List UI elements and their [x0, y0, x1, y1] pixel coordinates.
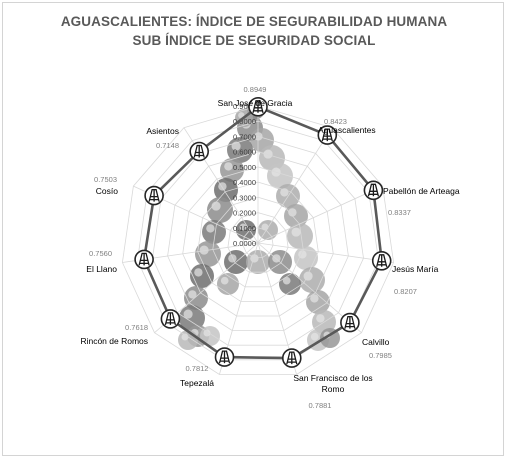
- data-value-label: 0.8949: [244, 85, 267, 94]
- fruit-shape: [258, 220, 278, 240]
- radar-series: [134, 97, 392, 368]
- radial-tick-label: 0.2000: [233, 209, 256, 218]
- fruit-highlight: [310, 294, 319, 303]
- category-label: Asientos: [146, 126, 179, 136]
- data-value-label: 0.7812: [186, 364, 209, 373]
- radial-tick-label: 0.4000: [233, 178, 256, 187]
- grid-ring: [197, 181, 319, 302]
- chart-title: AGUASCALIENTES: ÍNDICE DE SEGURABILIDAD …: [60, 14, 448, 29]
- tower-icon: [321, 128, 333, 142]
- grid-ring: [227, 212, 289, 273]
- category-label: El Llano: [86, 264, 117, 274]
- fruit-highlight: [211, 201, 221, 211]
- data-point-marker: [340, 312, 360, 333]
- data-value-label: 0.7985: [369, 351, 392, 360]
- tower-icon: [286, 351, 298, 365]
- tower-icon: [218, 350, 231, 364]
- fruit-highlight: [224, 162, 233, 171]
- category-label: Jesús María: [392, 264, 439, 274]
- category-label: Calvillo: [362, 337, 390, 347]
- fruit-highlight: [188, 290, 197, 299]
- data-point-marker: [144, 185, 164, 206]
- fruit-highlight: [263, 149, 273, 159]
- tower-icon: [138, 252, 150, 266]
- tower-icon: [148, 188, 160, 202]
- tower-icon: [376, 254, 388, 267]
- category-label: Cosío: [96, 186, 118, 196]
- fruit-highlight: [183, 309, 193, 319]
- fruit-shape: [217, 273, 239, 295]
- fruit-highlight: [303, 271, 313, 281]
- data-value-label: 0.7148: [156, 141, 179, 150]
- radial-tick-label: 0.3000: [233, 193, 256, 202]
- tower-icon: [193, 144, 205, 158]
- fruit-highlight: [282, 276, 291, 285]
- fruit-highlight: [280, 188, 289, 197]
- data-point-marker: [214, 347, 235, 367]
- radial-tick-label: 0.0000: [233, 239, 256, 248]
- category-label: Tepezalá: [180, 378, 214, 388]
- tower-icon: [367, 183, 380, 197]
- fruit-highlight: [181, 333, 189, 341]
- fruit-highlight: [228, 254, 237, 263]
- data-point-marker: [281, 348, 302, 368]
- fruit-shape: [178, 330, 198, 350]
- data-point-marker: [363, 180, 384, 201]
- radial-tick-label: 0.6000: [233, 148, 256, 157]
- tower-icon: [252, 100, 264, 113]
- data-point-marker: [248, 97, 268, 117]
- chart-subtitle: SUB ÍNDICE DE SEGURIDAD SOCIAL: [132, 33, 376, 48]
- grid-ring: [167, 151, 349, 332]
- radar-labels: San José de GraciaAguascalientesPabellón…: [80, 85, 459, 410]
- fruit-highlight: [291, 227, 301, 237]
- grid-ring: [212, 196, 304, 288]
- tower-icon: [344, 315, 356, 329]
- tower-icon: [164, 312, 177, 326]
- fruit-highlight: [203, 329, 211, 337]
- grid-ring: [242, 227, 274, 259]
- grid-spoke: [257, 185, 383, 244]
- grid-ring: [152, 135, 364, 346]
- fruit-highlight: [199, 245, 209, 255]
- data-value-label: 0.8423: [324, 117, 347, 126]
- radial-tick-label: 0.7000: [233, 132, 256, 141]
- grid-ring: [182, 166, 334, 317]
- fruit-highlight: [194, 268, 203, 277]
- grid-spoke: [257, 242, 394, 263]
- fruit-highlight: [220, 276, 229, 285]
- radial-tick-label: 0.1000: [233, 224, 256, 233]
- data-value-label: 0.7881: [309, 401, 332, 410]
- fruit-highlight: [316, 314, 325, 323]
- data-value-label: 0.7618: [125, 323, 148, 332]
- radial-tick-label: 0.9000: [233, 102, 256, 111]
- data-value-label: 0.7503: [94, 175, 117, 184]
- data-point-marker: [160, 309, 181, 329]
- category-label: Pabellón de Arteaga: [383, 186, 460, 196]
- category-label: Rincón de Romos: [80, 336, 148, 346]
- grid-spoke: [257, 127, 333, 244]
- data-point-marker: [371, 250, 392, 271]
- grid-ring: [137, 120, 379, 361]
- grid-ring: [121, 105, 395, 375]
- category-label: San José de Gracia: [218, 98, 293, 108]
- data-point-marker: [134, 249, 154, 270]
- fruit-highlight: [239, 223, 247, 231]
- data-value-label: 0.7560: [89, 249, 112, 258]
- data-value-label: 0.8207: [394, 287, 417, 296]
- radial-tick-label: 0.5000: [233, 163, 256, 172]
- fruit-highlight: [310, 332, 319, 341]
- data-point-marker: [317, 125, 338, 145]
- category-label: Aguascalientes: [318, 125, 376, 135]
- data-value-label: 0.8337: [388, 208, 411, 217]
- fruit-highlight: [206, 224, 215, 233]
- radial-tick-label: 0.8000: [233, 117, 256, 126]
- fruit-highlight: [288, 208, 297, 217]
- data-point-marker: [189, 141, 209, 162]
- series-line: [142, 105, 384, 360]
